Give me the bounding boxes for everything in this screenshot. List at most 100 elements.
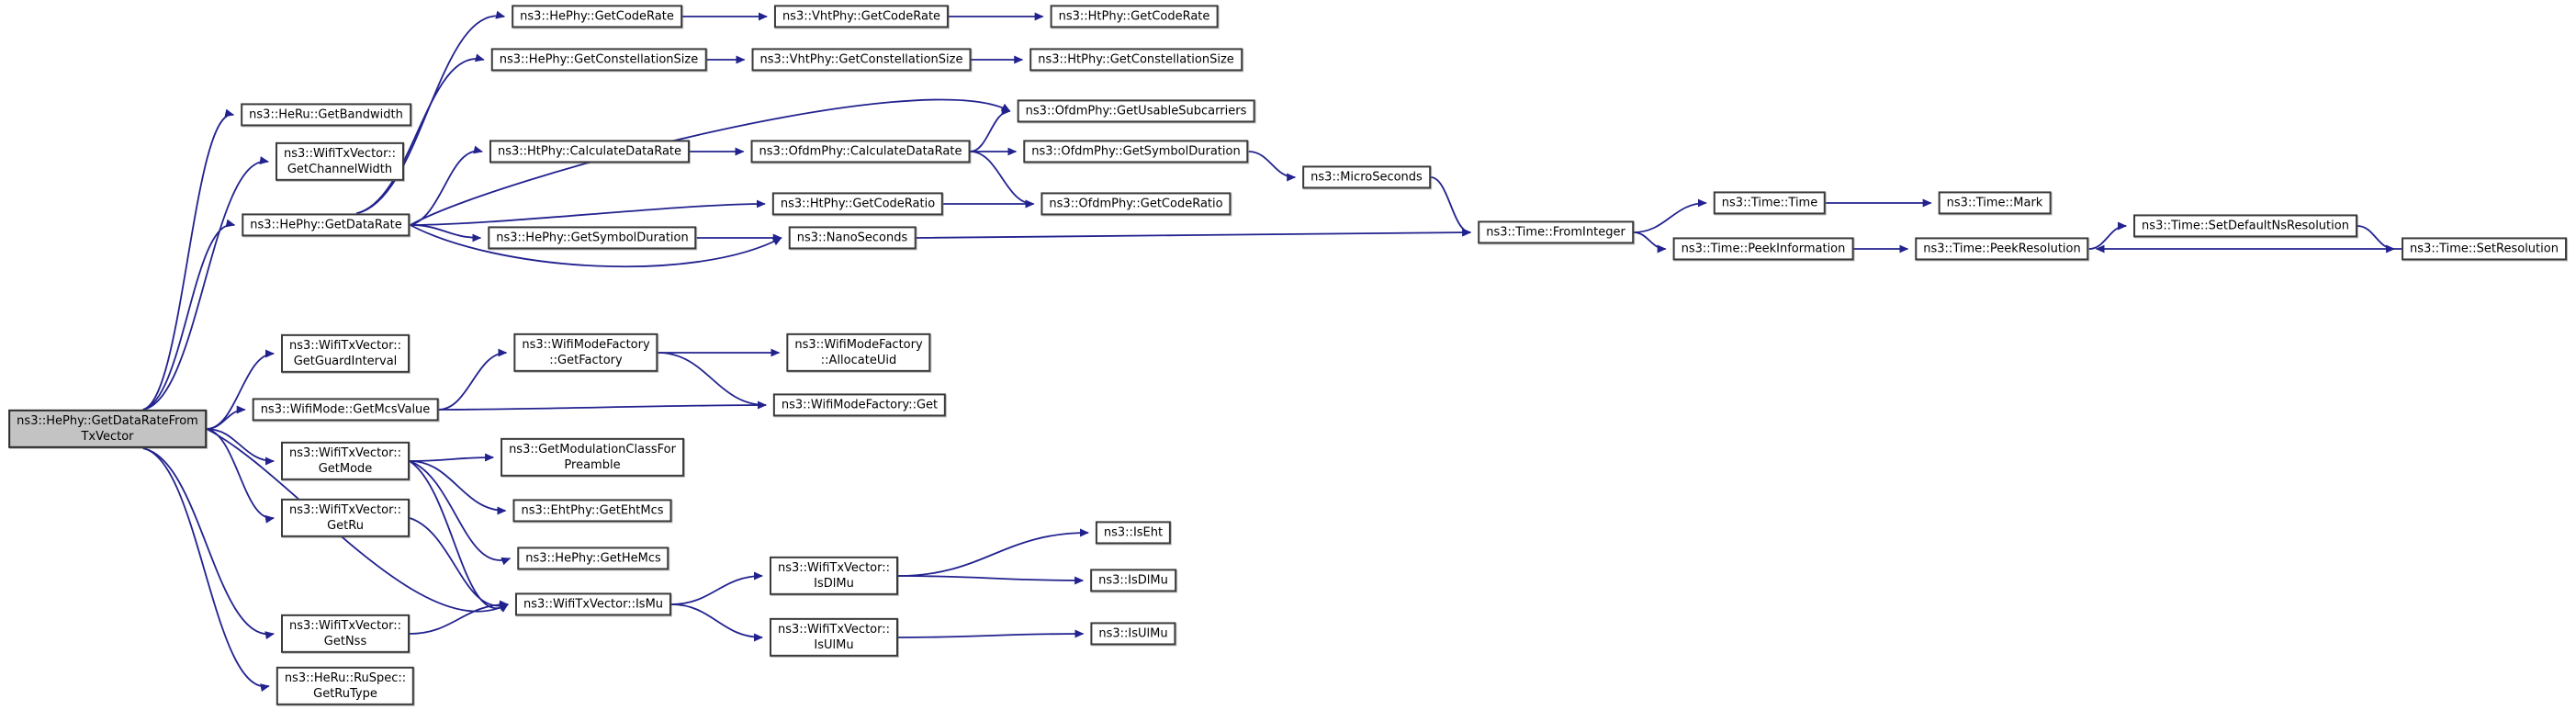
node-ehtmcs[interactable]: ns3::EhtPhy::GetEhtMcs [512, 499, 672, 523]
node-timetime[interactable]: ns3::Time::Time [1713, 191, 1827, 215]
node-getrutype[interactable]: ns3::HeRu::RuSpec::GetRuType [276, 666, 415, 706]
node-wmfget[interactable]: ns3::WifiModeFactory::Get [772, 393, 947, 417]
edge-ofdmcalc-usable [970, 107, 1011, 152]
node-getdatarate[interactable]: ns3::HePhy::GetDataRate [242, 213, 411, 237]
edge-wtvisdlmu-isdlmu [898, 575, 1085, 585]
node-htconst[interactable]: ns3::HtPhy::GetConstellationSize [1029, 48, 1243, 72]
node-htcoderate[interactable]: ns3::HtPhy::GetCodeRate [1050, 5, 1219, 28]
node-getbandwidth[interactable]: ns3::HeRu::GetBandwidth [241, 103, 411, 127]
node-wtvisdlmu[interactable]: ns3::WifiTxVector::IsDlMu [769, 556, 899, 596]
edge-ofdmsym-micro [1248, 151, 1297, 182]
node-peekinfo[interactable]: ns3::Time::PeekInformation [1672, 237, 1854, 261]
node-setdefns[interactable]: ns3::Time::SetDefaultNsResolution [2133, 214, 2357, 238]
node-htcalc[interactable]: ns3::HtPhy::CalculateDataRate [489, 140, 691, 163]
node-label: IsUlMu [814, 638, 854, 652]
edge-getmode-ismu [409, 460, 509, 613]
edge-ofdmcalc-ofdmratio [970, 151, 1035, 208]
node-usable[interactable]: ns3::OfdmPhy::GetUsableSubcarriers [1017, 99, 1255, 123]
edge-main-ismu [206, 428, 509, 613]
edge-getmode-ehtmcs [410, 460, 507, 515]
node-isulmu[interactable]: ns3::IsUlMu [1090, 622, 1176, 646]
edge-peekres-setdefns [2088, 221, 2128, 250]
edge-getmcsvalue-wmfget [438, 400, 767, 411]
node-getmode[interactable]: ns3::WifiTxVector::GetMode [280, 441, 411, 481]
node-label: ns3::Time::SetResolution [2410, 242, 2559, 256]
node-label: ::AllocateUid [820, 354, 897, 367]
node-timemark[interactable]: ns3::Time::Mark [1938, 191, 2052, 215]
node-iseht[interactable]: ns3::IsEht [1095, 521, 1172, 545]
node-label: ns3::WifiTxVector:: [288, 445, 402, 460]
node-getmcsvalue[interactable]: ns3::WifiMode::GetMcsValue [252, 398, 439, 422]
node-label: ns3::Time::FromInteger [1486, 225, 1625, 240]
node-label: ns3::HePhy::GetSymbolDuration [496, 231, 689, 245]
node-label: ns3::OfdmPhy::GetCodeRatio [1049, 197, 1223, 211]
node-label: ns3::NanoSeconds [796, 231, 908, 245]
node-hesym[interactable]: ns3::HePhy::GetSymbolDuration [488, 226, 697, 250]
node-label: ns3::HeRu::RuSpec:: [284, 671, 407, 685]
node-heconst[interactable]: ns3::HePhy::GetConstellationSize [490, 48, 707, 72]
node-label: ns3::VhtPhy::GetCodeRate [782, 9, 941, 24]
node-label: ns3::IsDlMu [1098, 573, 1168, 588]
edge-frominteger-timetime [1633, 198, 1707, 233]
node-setres[interactable]: ns3::Time::SetResolution [2402, 237, 2567, 261]
node-label: ns3::WifiModeFactory [522, 337, 650, 352]
edge-main-getru [206, 428, 275, 524]
edge-getfactory-wmfget [658, 352, 767, 410]
node-label: ns3::GetModulationClassFor [509, 442, 676, 456]
node-wtvisulmu[interactable]: ns3::WifiTxVector::IsUlMu [769, 617, 899, 658]
node-nano[interactable]: ns3::NanoSeconds [788, 226, 917, 250]
node-getguard[interactable]: ns3::WifiTxVector::GetGuardInterval [280, 333, 411, 374]
node-label: ns3::WifiTxVector::IsMu [523, 597, 664, 612]
node-getchannelwidth[interactable]: ns3::WifiTxVector::GetChannelWidth [275, 141, 405, 182]
node-label: ns3::WifiTxVector:: [288, 618, 402, 633]
edge-ismu-wtvisulmu [671, 603, 763, 642]
node-label: ns3::HtPhy::GetCodeRate [1058, 9, 1210, 24]
edge-getdatarate-nano [410, 224, 782, 268]
node-micro[interactable]: ns3::MicroSeconds [1302, 165, 1431, 189]
node-ofdmcalc[interactable]: ns3::OfdmPhy::CalculateDataRate [750, 140, 971, 163]
node-label: GetNss [323, 635, 367, 648]
node-htratio[interactable]: ns3::HtPhy::GetCodeRatio [771, 192, 944, 216]
node-label: GetMode [318, 462, 373, 476]
edge-main-getchannelwidth [142, 156, 269, 411]
node-frominteger[interactable]: ns3::Time::FromInteger [1478, 220, 1634, 244]
edge-getmcsvalue-getfactory [438, 348, 508, 411]
node-label: TxVector [81, 430, 134, 444]
node-label: ns3::Time::PeekResolution [1923, 242, 2081, 256]
node-label: GetRuType [313, 687, 377, 701]
node-label: ns3::WifiTxVector:: [777, 560, 891, 575]
node-allocateuid[interactable]: ns3::WifiModeFactory::AllocateUid [786, 332, 931, 373]
node-ofdmsym[interactable]: ns3::OfdmPhy::GetSymbolDuration [1023, 140, 1249, 163]
node-label: ns3::Time::SetDefaultNsResolution [2142, 219, 2349, 233]
node-label: ns3::HePhy::GetConstellationSize [499, 52, 699, 67]
edge-wtvisdlmu-iseht [898, 528, 1089, 577]
node-hecoderate[interactable]: ns3::HePhy::GetCodeRate [512, 5, 682, 28]
node-label: ns3::HePhy::GetHeMcs [525, 551, 661, 566]
node-getru[interactable]: ns3::WifiTxVector::GetRu [280, 498, 411, 538]
edge-main-getrutype [142, 447, 270, 693]
edge-setdefns-setres [2357, 225, 2396, 254]
node-label: ns3::Time::Mark [1946, 196, 2043, 210]
node-label: ns3::MicroSeconds [1310, 170, 1423, 185]
edge-getru-ismu [409, 517, 509, 611]
node-vhtcoderate[interactable]: ns3::VhtPhy::GetCodeRate [773, 5, 950, 28]
edge-getnss-ismu [410, 600, 509, 635]
node-isdlmu[interactable]: ns3::IsDlMu [1090, 569, 1176, 592]
node-getnss[interactable]: ns3::WifiTxVector::GetNss [280, 614, 411, 654]
node-vhtconst[interactable]: ns3::VhtPhy::GetConstellationSize [751, 48, 972, 72]
node-ismu[interactable]: ns3::WifiTxVector::IsMu [514, 592, 672, 616]
node-label: ns3::IsUlMu [1098, 626, 1168, 641]
node-getfactory[interactable]: ns3::WifiModeFactory::GetFactory [513, 332, 658, 373]
node-hemcs[interactable]: ns3::HePhy::GetHeMcs [517, 547, 669, 570]
edge-getdatarate-htcalc [410, 145, 483, 226]
node-label: ns3::OfdmPhy::GetSymbolDuration [1031, 144, 1241, 159]
node-peekres[interactable]: ns3::Time::PeekResolution [1915, 237, 2089, 261]
edge-main-getnss [142, 447, 275, 640]
node-ofdmratio[interactable]: ns3::OfdmPhy::GetCodeRatio [1041, 192, 1232, 216]
edge-main-getmode [206, 428, 275, 466]
node-label: ns3::WifiModeFactory::Get [781, 398, 939, 412]
node-label: ns3::HeRu::GetBandwidth [249, 107, 403, 122]
